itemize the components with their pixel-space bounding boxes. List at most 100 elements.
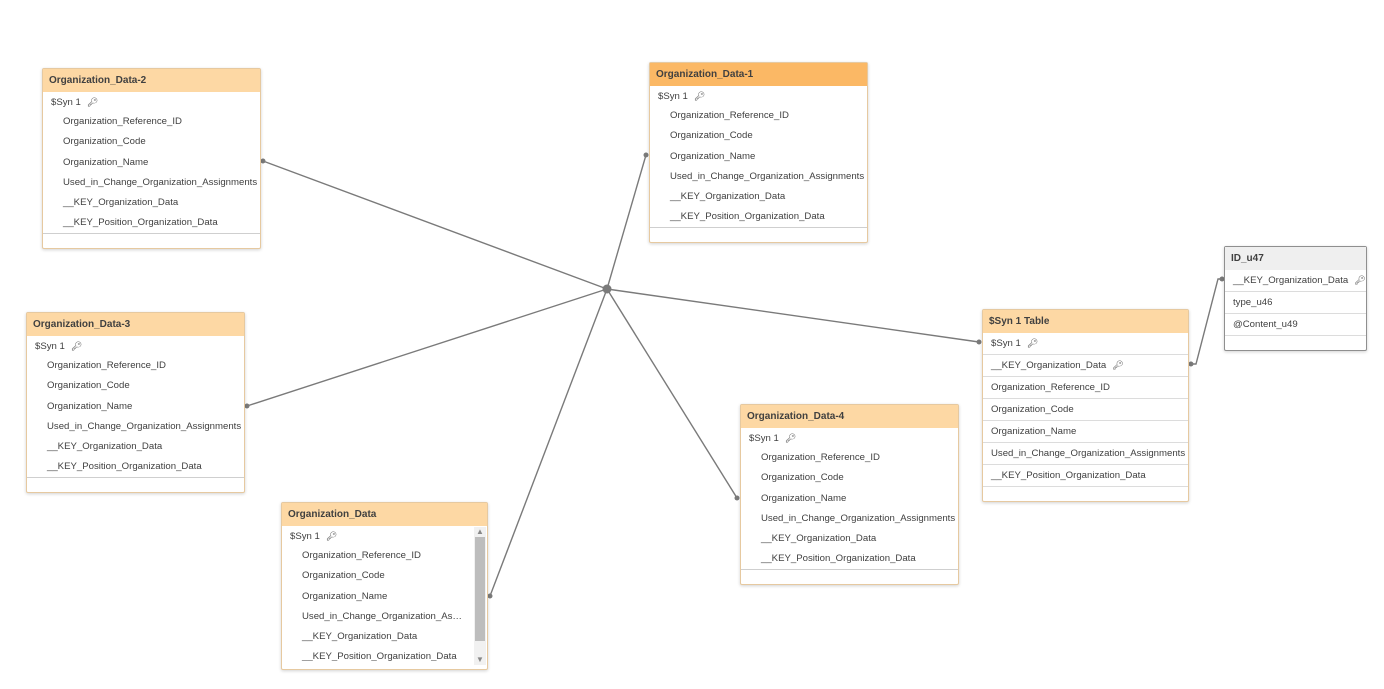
field-synthetic-key[interactable]: $Syn 1 🔑︎ <box>650 86 867 106</box>
field-row[interactable]: Used_in_Change_Organization_Assignments <box>302 610 487 622</box>
field-row[interactable]: Organization_Code <box>761 472 844 484</box>
field-label: __KEY_Organization_Data <box>1233 275 1349 286</box>
link-endpoint <box>976 339 982 345</box>
field-list: $Syn 1🔑︎ Organization_Reference_ID Organ… <box>741 428 958 569</box>
link-endpoint <box>643 152 649 158</box>
table-footer <box>27 477 244 492</box>
field-row[interactable]: __KEY_Position_Organization_Data <box>983 465 1188 487</box>
field-label: $Syn 1 <box>290 531 320 542</box>
key-icon: 🔑︎ <box>1112 360 1124 370</box>
field-row[interactable]: Organization_Name <box>670 150 756 162</box>
field-synthetic-key[interactable]: $Syn 1🔑︎ <box>983 333 1188 355</box>
scroll-up-icon[interactable]: ▲ <box>476 527 484 536</box>
table-title[interactable]: Organization_Data-3 <box>27 313 244 336</box>
link-endpoint <box>1188 361 1194 367</box>
field-synthetic-key[interactable]: $Syn 1🔑︎ <box>27 336 244 356</box>
key-icon: 🔑︎ <box>784 433 797 443</box>
field-row[interactable]: __KEY_Organization_Data <box>47 440 163 452</box>
scroll-down-icon[interactable]: ▼ <box>476 655 484 664</box>
field-row[interactable]: Organization_Name <box>63 156 149 168</box>
field-row[interactable]: Used_in_Change_Organization_Assignments <box>670 170 865 182</box>
key-icon: 🔑︎ <box>86 97 99 107</box>
field-row[interactable]: __KEY_Position_Organization_Data <box>761 553 916 565</box>
table-footer <box>983 487 1188 501</box>
field-synthetic-key[interactable]: $Syn 1🔑︎ <box>741 428 958 448</box>
link-line <box>606 154 647 290</box>
link-line <box>606 288 738 499</box>
field-row[interactable]: type_u46 <box>1225 292 1366 314</box>
field-label: $Syn 1 <box>51 97 81 108</box>
table-title[interactable]: Organization_Data-1 <box>650 63 867 86</box>
link-line <box>489 288 608 597</box>
link-endpoint <box>244 403 250 409</box>
field-list: $Syn 1 🔑︎ Organization_Reference_ID Organ… <box>43 92 260 233</box>
table-organization-data-4[interactable]: Organization_Data-4 $Syn 1🔑︎ Organizatio… <box>740 404 959 586</box>
field-row[interactable]: __KEY_Organization_Data <box>761 532 877 544</box>
field-list: $Syn 1🔑︎ __KEY_Organization_Data🔑︎ Organ… <box>983 333 1188 487</box>
field-row[interactable]: Organization_Reference_ID <box>47 360 166 372</box>
key-icon: 🔑︎ <box>1354 275 1366 285</box>
field-row[interactable]: __KEY_Organization_Data <box>302 630 418 642</box>
field-row[interactable]: Used_in_Change_Organization_Assignments <box>63 176 258 188</box>
link-line <box>262 160 608 290</box>
vertical-scrollbar[interactable]: ▲ ▼ <box>474 527 486 665</box>
field-key[interactable]: __KEY_Organization_Data 🔑︎ <box>1225 270 1366 292</box>
field-row[interactable]: @Content_u49 <box>1225 314 1366 336</box>
field-row[interactable]: Used_in_Change_Organization_Assignments <box>47 420 242 432</box>
field-row[interactable]: Organization_Reference_ID <box>302 550 421 562</box>
table-footer <box>741 569 958 584</box>
table-organization-data[interactable]: Organization_Data $Syn 1 🔑︎ Organization_… <box>281 502 488 670</box>
field-synthetic-key[interactable]: $Syn 1 🔑︎ <box>43 92 260 112</box>
key-icon: 🔑︎ <box>1026 338 1039 348</box>
table-organization-data-3[interactable]: Organization_Data-3 $Syn 1🔑︎ Organizatio… <box>26 312 245 494</box>
field-label: $Syn 1 <box>658 91 688 102</box>
field-row[interactable]: Organization_Reference_ID <box>670 110 789 122</box>
link-line <box>246 288 608 407</box>
field-row[interactable]: Organization_Name <box>761 492 847 504</box>
field-row[interactable]: Used_in_Change_Organization_Assignments <box>983 443 1188 465</box>
field-row[interactable]: Organization_Name <box>983 421 1188 443</box>
field-row[interactable]: Organization_Name <box>302 590 388 602</box>
table-title[interactable]: Organization_Data-4 <box>741 405 958 428</box>
table-title[interactable]: ID_u47 <box>1225 247 1366 270</box>
link-endpoint <box>1219 276 1225 282</box>
field-row[interactable]: Used_in_Change_Organization_Assignments <box>761 512 956 524</box>
synthetic-hub <box>602 284 612 294</box>
field-key[interactable]: __KEY_Organization_Data🔑︎ <box>983 355 1188 377</box>
field-row[interactable]: Organization_Reference_ID <box>63 116 182 128</box>
key-icon: 🔑︎ <box>325 531 338 541</box>
link-line <box>606 288 980 343</box>
link-endpoint <box>734 495 740 501</box>
field-row[interactable]: __KEY_Position_Organization_Data <box>670 211 825 223</box>
field-row[interactable]: __KEY_Organization_Data <box>670 190 786 202</box>
table-title[interactable]: Organization_Data-2 <box>43 69 260 92</box>
field-row[interactable]: Organization_Code <box>63 136 146 148</box>
field-row[interactable]: Organization_Code <box>302 570 385 582</box>
key-icon: 🔑︎ <box>693 91 706 101</box>
field-synthetic-key[interactable]: $Syn 1 🔑︎ <box>282 526 487 546</box>
field-row[interactable]: Organization_Code <box>670 130 753 142</box>
field-row[interactable]: __KEY_Position_Organization_Data <box>63 217 218 229</box>
table-footer <box>43 233 260 248</box>
table-id-u47[interactable]: ID_u47 __KEY_Organization_Data 🔑︎ type_u4… <box>1224 246 1367 351</box>
field-list: $Syn 1 🔑︎ Organization_Reference_ID Organ… <box>282 526 487 661</box>
field-row[interactable]: __KEY_Position_Organization_Data <box>302 651 457 661</box>
field-row[interactable]: Organization_Code <box>983 399 1188 421</box>
table-footer <box>650 227 867 242</box>
field-row[interactable]: Organization_Code <box>47 380 130 392</box>
field-list: $Syn 1🔑︎ Organization_Reference_ID Organ… <box>27 336 244 477</box>
table-title[interactable]: Organization_Data <box>282 503 487 526</box>
field-row[interactable]: __KEY_Position_Organization_Data <box>47 461 202 473</box>
field-row[interactable]: Organization_Name <box>47 400 133 412</box>
field-row[interactable]: Organization_Reference_ID <box>761 452 880 464</box>
scroll-thumb[interactable] <box>475 537 485 641</box>
table-organization-data-1[interactable]: Organization_Data-1 $Syn 1 🔑︎ Organizatio… <box>649 62 868 244</box>
table-title[interactable]: $Syn 1 Table <box>983 310 1188 333</box>
link-line <box>1191 278 1222 365</box>
table-organization-data-2[interactable]: Organization_Data-2 $Syn 1 🔑︎ Organizatio… <box>42 68 261 250</box>
table-syn-1[interactable]: $Syn 1 Table $Syn 1🔑︎ __KEY_Organization… <box>982 309 1189 502</box>
field-list: __KEY_Organization_Data 🔑︎ type_u46 @Cont… <box>1225 270 1366 336</box>
field-row[interactable]: Organization_Reference_ID <box>983 377 1188 399</box>
field-row[interactable]: __KEY_Organization_Data <box>63 196 179 208</box>
